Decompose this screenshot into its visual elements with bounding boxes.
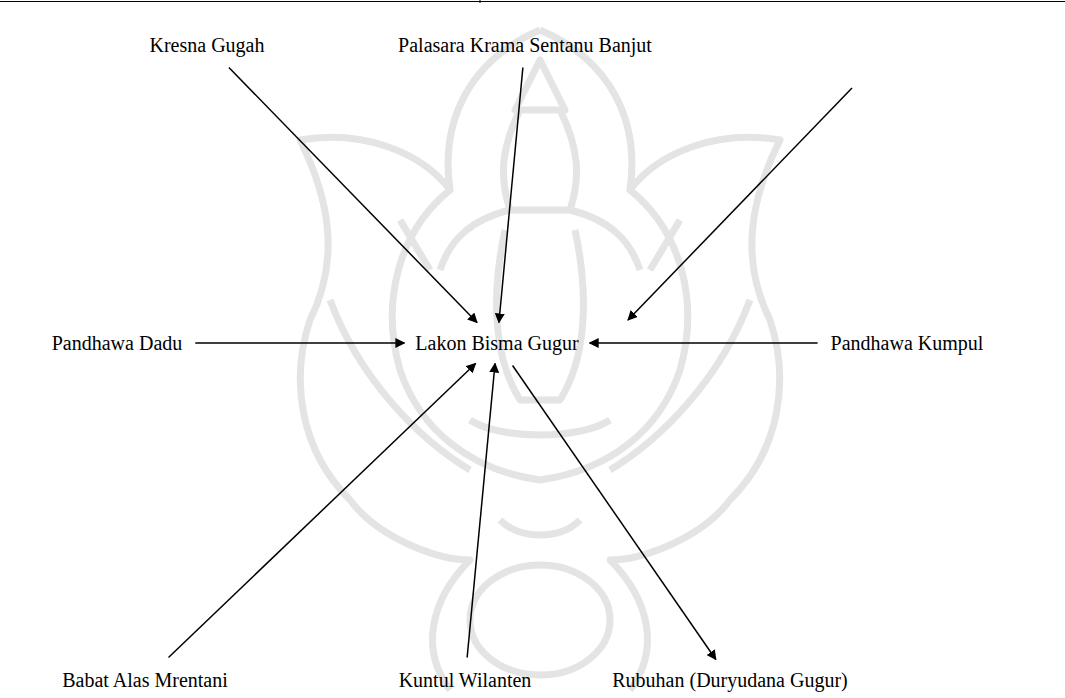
arrow-connector [467,364,495,658]
unlabelled-arrow [628,88,852,320]
node-label: Kuntul Wilanten [399,669,532,691]
story-node: Kuntul Wilanten [396,668,535,693]
story-node: Pandhawa Dadu [49,331,186,356]
node-label: Palasara Krama Sentanu Banjut [398,34,652,56]
story-node: Babat Alas Mrentani [59,668,231,693]
story-node: Rubuhan (Duryudana Gugur) [609,668,851,693]
node-label: Rubuhan (Duryudana Gugur) [612,669,848,691]
node-label: Kresna Gugah [150,34,265,56]
story-node: Pandhawa Kumpul [828,331,987,356]
node-label: Pandhawa Dadu [52,332,183,354]
arrow-connector [513,366,716,660]
central-story-node: Lakon Bisma Gugur [412,331,581,356]
node-label: Babat Alas Mrentani [62,669,228,691]
arrow-connector [195,342,404,344]
story-node: Kresna Gugah [147,33,268,58]
arrow-connector [590,342,818,344]
node-label: Lakon Bisma Gugur [415,332,578,354]
arrow-connector [169,364,476,658]
arrow-connector [229,68,477,323]
story-node: Palasara Krama Sentanu Banjut [395,33,655,58]
node-label: Pandhawa Kumpul [831,332,984,354]
top-rule [0,1,1065,2]
arrow-connector [499,68,523,323]
top-rule-tick [480,0,481,3]
